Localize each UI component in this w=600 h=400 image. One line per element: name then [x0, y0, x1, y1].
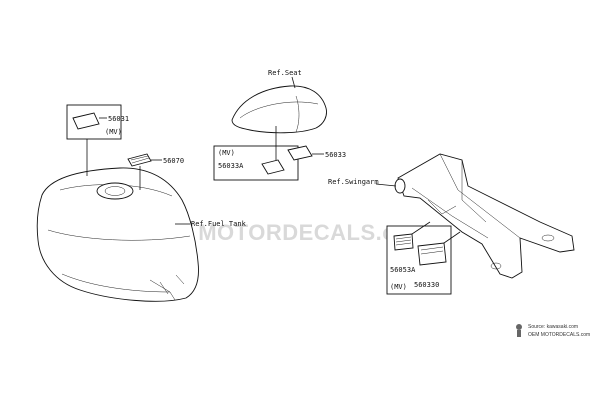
- label-mv-2: (MV): [218, 149, 235, 157]
- ref-swingarm: Ref.Swingarm: [328, 178, 379, 186]
- label-56033: 56033: [325, 151, 346, 159]
- seat-drawing: [231, 85, 327, 134]
- swingarm-drawing: [394, 153, 575, 279]
- label-mv-1: (MV): [105, 128, 122, 136]
- label-56033D: 560330: [414, 281, 439, 289]
- source-line-1: Source: kawasaki.com: [528, 324, 578, 330]
- decal-56033A[interactable]: [213, 134, 299, 181]
- ref-seat: Ref.Seat: [268, 69, 302, 77]
- label-56053A: 56053A: [390, 266, 416, 274]
- decal-56031[interactable]: [66, 104, 122, 176]
- decal-56053A-56033D[interactable]: [386, 221, 461, 295]
- label-mv-3: (MV): [390, 283, 407, 291]
- ref-fuel-tank: Ref.Fuel Tank: [191, 220, 247, 228]
- decal-56070[interactable]: [127, 153, 162, 190]
- label-56033A: 56033A: [218, 162, 244, 170]
- source-line-2: OEM MOTORDECALS.com: [528, 332, 590, 338]
- decal-56033[interactable]: [287, 145, 324, 161]
- label-56031: 56031: [108, 115, 129, 123]
- fuel-tank-drawing: [36, 167, 199, 302]
- label-56070: 56070: [163, 157, 184, 165]
- source-logo-icon: [516, 324, 522, 337]
